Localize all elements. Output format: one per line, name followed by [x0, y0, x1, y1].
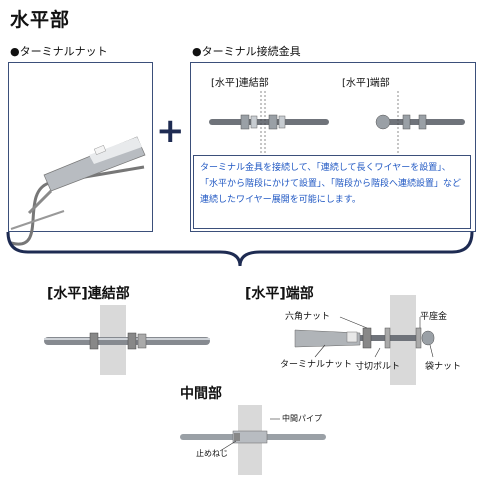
callout-terminal-nut: ターミナルナット: [280, 360, 353, 370]
terminal-nut-heading: ●ターミナルナット: [10, 45, 108, 58]
description-text: ターミナル金具を接続して、「連続して長くワイヤーを設置」、「水平から階段にかけて…: [200, 163, 462, 205]
plus-sign: +: [156, 111, 185, 151]
terminal-fitting-heading: ●ターミナル接続金具: [192, 45, 301, 58]
connect-illustration: [44, 305, 210, 375]
connect-section-heading: [水平]連結部: [47, 286, 130, 302]
callout-hex-nut: 六角ナット: [285, 312, 331, 322]
label-horizontal-connect: [水平]連結部: [211, 78, 269, 89]
callout-middle-pipe: 中間パイプ: [282, 414, 322, 423]
callout-set-screw: 止めねじ: [196, 449, 228, 458]
terminal-nut-image: [10, 136, 146, 246]
end-section-heading: [水平]端部: [245, 286, 314, 302]
label-horizontal-end: [水平]端部: [342, 78, 390, 89]
connection-fitting-images: [209, 91, 465, 155]
connection-fitting-panel: [水平]連結部 [水平]端部 ターミナル金具を接続して、「連続して長くワイヤーを…: [190, 62, 476, 232]
description-box: ターミナル金具を接続して、「連続して長くワイヤーを設置」、「水平から階段にかけて…: [193, 155, 471, 229]
middle-section-heading: 中間部: [180, 386, 222, 402]
page-title: 水平部: [10, 9, 71, 31]
callout-stud-bolt: 寸切ボルト: [355, 362, 401, 372]
grouping-brace: [6, 231, 474, 267]
terminal-nut-panel: [8, 62, 153, 246]
callout-cap-nut: 袋ナット: [425, 362, 462, 372]
middle-illustration: [180, 405, 326, 475]
end-illustration: [294, 295, 435, 385]
callout-flat-washer: 平座金: [420, 312, 448, 322]
